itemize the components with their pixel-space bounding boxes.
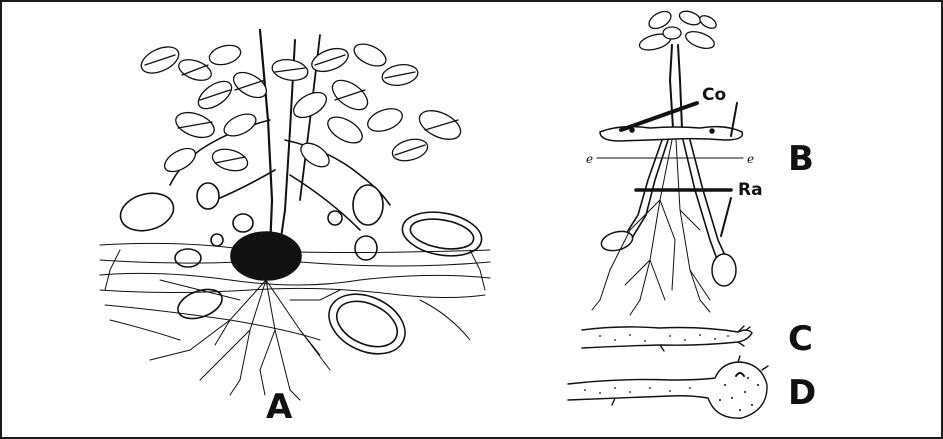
potato-plant-illustration <box>100 30 490 400</box>
stolon-illustration <box>582 326 752 351</box>
mother-tuber <box>231 232 301 280</box>
label-c: C <box>788 319 813 359</box>
leaves <box>137 40 465 177</box>
label-d: D <box>788 373 816 413</box>
seedling-illustration <box>592 8 743 315</box>
label-b: B <box>788 139 814 179</box>
label-co: Co <box>702 85 726 105</box>
label-e-right: e <box>747 152 754 166</box>
label-ra: Ra <box>738 180 763 200</box>
tuberizing-stolon-illustration <box>568 356 768 418</box>
label-e-left: e <box>586 152 593 166</box>
label-a: A <box>266 387 293 427</box>
